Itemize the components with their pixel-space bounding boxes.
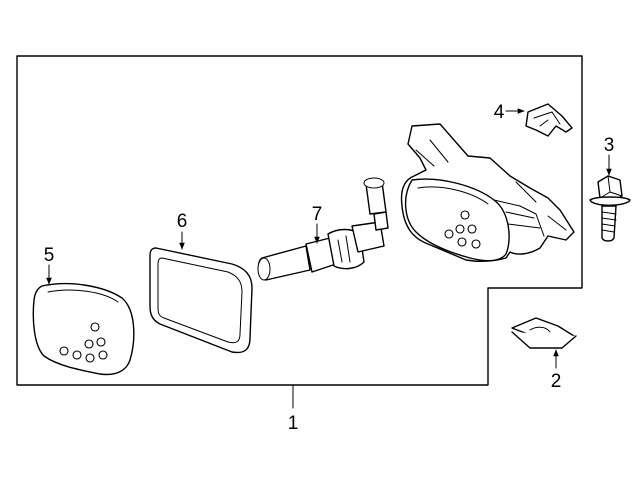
callout-6-label: 6: [177, 211, 188, 232]
bulb-part: [257, 177, 389, 281]
callout-1: 1: [288, 413, 299, 434]
bolt-part: [589, 175, 631, 242]
callout-4-label: 4: [494, 102, 505, 123]
callout-6: 6: [177, 211, 188, 250]
callout-5: 5: [44, 245, 55, 285]
upper-clip-part: [525, 103, 573, 137]
callout-7-label: 7: [312, 204, 323, 225]
callout-3: 3: [604, 135, 615, 176]
callout-1-label: 1: [288, 413, 299, 434]
callout-5-label: 5: [44, 245, 55, 266]
callout-2-label: 2: [551, 371, 562, 392]
callout-7: 7: [312, 204, 323, 244]
lower-clip-part: [511, 317, 577, 349]
housing-part: [400, 123, 575, 263]
gasket-part: [149, 247, 253, 354]
lens-part: [32, 282, 135, 376]
callout-3-label: 3: [604, 135, 615, 156]
callout-4: 4: [494, 102, 525, 123]
callout-2: 2: [551, 349, 562, 392]
assembly-outline: [16, 55, 583, 386]
